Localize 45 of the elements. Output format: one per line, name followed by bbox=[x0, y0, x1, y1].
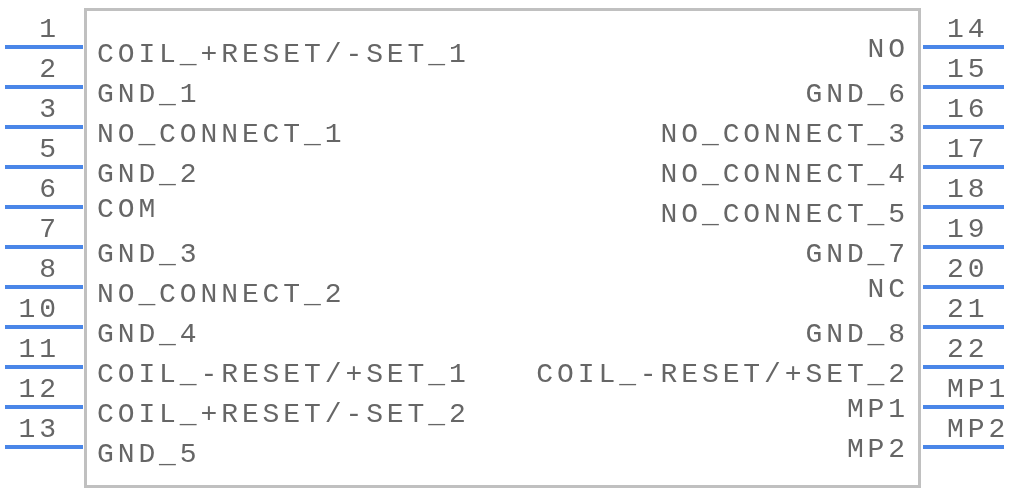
pin-number: 11 bbox=[18, 336, 60, 364]
pin-name: COIL_-RESET/+SET_1 bbox=[97, 361, 470, 389]
pin-number: 18 bbox=[947, 176, 989, 204]
pin-number: 10 bbox=[18, 296, 60, 324]
pin-number: 22 bbox=[947, 336, 989, 364]
pin-name: NO_CONNECT_5 bbox=[660, 201, 909, 229]
pin-name: COIL_+RESET/-SET_2 bbox=[97, 401, 470, 429]
pin-number: MP2 bbox=[947, 416, 1010, 444]
pin-name: GND_6 bbox=[805, 81, 909, 109]
pin-name: COIL_-RESET/+SET_2 bbox=[536, 361, 909, 389]
pin-number: 6 bbox=[39, 176, 60, 204]
pin-number: MP1 bbox=[947, 376, 1010, 404]
pin-number: 7 bbox=[39, 216, 60, 244]
pin-name: GND_5 bbox=[97, 441, 201, 469]
pin-number: 15 bbox=[947, 56, 989, 84]
pin-name: NO_CONNECT_3 bbox=[660, 121, 909, 149]
component-body bbox=[84, 8, 921, 488]
pin-name: NO_CONNECT_4 bbox=[660, 161, 909, 189]
pin-name: NO_CONNECT_1 bbox=[97, 121, 346, 149]
pin-name: MP2 bbox=[846, 436, 909, 464]
pin-name: MP1 bbox=[846, 396, 909, 424]
pin-number: 20 bbox=[947, 256, 989, 284]
pin-number: 19 bbox=[947, 216, 989, 244]
pin-number: 12 bbox=[18, 376, 60, 404]
pin-name: GND_8 bbox=[805, 321, 909, 349]
pin-number: 2 bbox=[39, 56, 60, 84]
pin-number: 3 bbox=[39, 96, 60, 124]
pin-name: GND_2 bbox=[97, 161, 201, 189]
pin-name: NC bbox=[867, 276, 909, 304]
pin-number: 13 bbox=[18, 416, 60, 444]
pin-name: GND_3 bbox=[97, 241, 201, 269]
pin-name: NO_CONNECT_2 bbox=[97, 281, 346, 309]
pin-number: 16 bbox=[947, 96, 989, 124]
pin-number: 17 bbox=[947, 136, 989, 164]
pin-name: NO bbox=[867, 36, 909, 64]
pin-name: GND_7 bbox=[805, 241, 909, 269]
pin-number: 5 bbox=[39, 136, 60, 164]
pin-name: GND_1 bbox=[97, 81, 201, 109]
pin-number: 14 bbox=[947, 16, 989, 44]
pin-name: COIL_+RESET/-SET_1 bbox=[97, 41, 470, 69]
pin-number: 21 bbox=[947, 296, 989, 324]
pin-name: GND_4 bbox=[97, 321, 201, 349]
pin-number: 8 bbox=[39, 256, 60, 284]
pin-number: 1 bbox=[39, 16, 60, 44]
pin-name: COM bbox=[97, 196, 160, 224]
